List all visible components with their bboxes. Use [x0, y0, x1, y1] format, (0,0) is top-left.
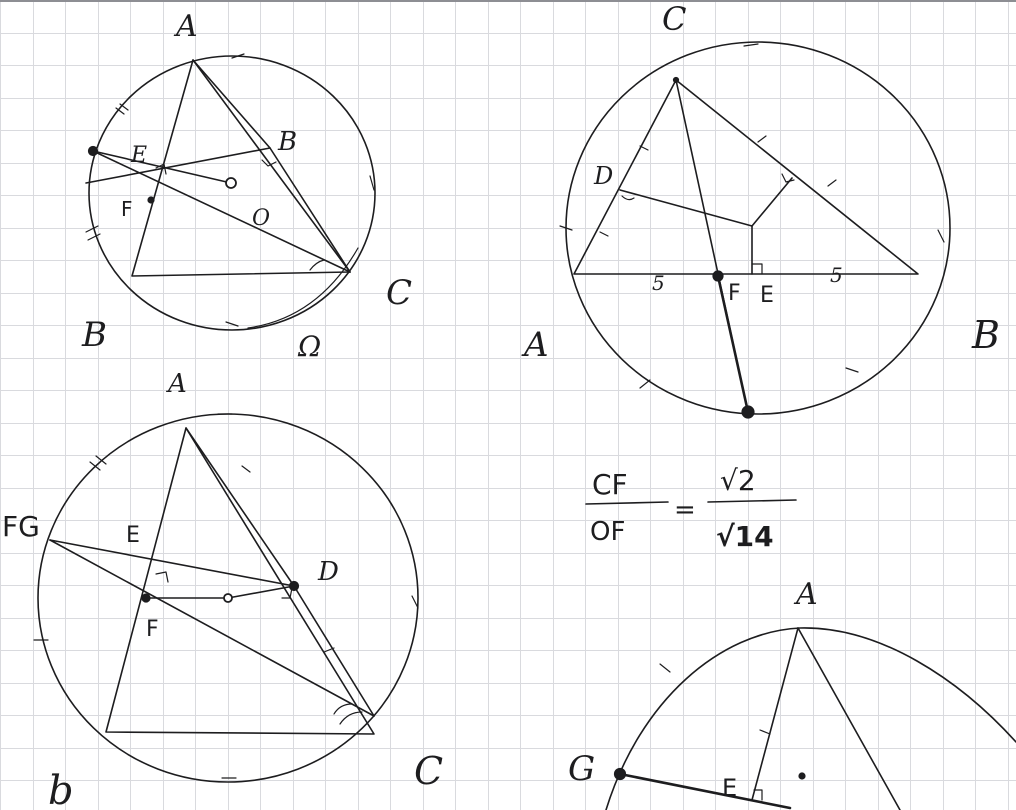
- segment-do-1: [92, 150, 232, 184]
- point-g-4: [613, 767, 627, 781]
- formula-fraction-bar-left: [585, 501, 669, 505]
- angle-arc-c-3: [333, 703, 363, 725]
- label-a-4: A: [793, 577, 818, 612]
- formula-numerator-right: √2: [720, 464, 756, 497]
- figure-2: C D A B F E 5 5: [521, 0, 1000, 419]
- label-tick-5-right: 5: [830, 263, 843, 287]
- arc-tick-8: [559, 225, 573, 231]
- omega-arc: [247, 247, 359, 329]
- arc-tick-9: [639, 379, 651, 389]
- right-angle-mark-2: [261, 159, 277, 167]
- angle-arc-c-1: [309, 259, 325, 271]
- segment-ab-4: [751, 627, 799, 801]
- label-b-bottom-1: B: [81, 315, 107, 355]
- label-omega-1: Ω: [297, 330, 321, 363]
- formula-equals: =: [674, 495, 696, 525]
- label-g-4: G: [568, 749, 595, 789]
- segment-chord-1: [85, 147, 271, 184]
- triangle-abc-3: [105, 427, 375, 735]
- formula-numerator-left: CF: [592, 468, 628, 501]
- formula-fraction-bar-right: [707, 499, 797, 503]
- figure-1: A B C B E F O Ω: [81, 9, 412, 363]
- formula-denominator-left: OF: [590, 517, 625, 547]
- ratio-formula: CF OF = √2 √14: [585, 464, 797, 553]
- right-angle-mark-4: [781, 173, 795, 183]
- formula-denominator-right: √14: [716, 520, 774, 553]
- segment-ac-4: [797, 627, 901, 810]
- side-ticks-2: [599, 135, 837, 237]
- point-o-4: [798, 772, 806, 780]
- label-f-3: F: [146, 617, 159, 642]
- arc-tick-11: [89, 455, 107, 471]
- label-b-top-1: B: [277, 127, 297, 157]
- segment-ge-4: [618, 772, 792, 810]
- label-a-2: A: [521, 325, 549, 365]
- circumcircle-1: [88, 55, 376, 331]
- figure-4: A G E: [568, 577, 1016, 810]
- label-e-2: E: [760, 283, 774, 308]
- segment-gd-3: [49, 539, 295, 587]
- label-e-4: E: [722, 774, 737, 802]
- point-o-3: [223, 593, 233, 603]
- triangle-cab-2: [573, 79, 919, 275]
- label-fg-3: FG: [2, 510, 40, 543]
- point-o-1: [225, 177, 237, 189]
- right-angle-mark-5: [155, 571, 169, 583]
- label-d-2: D: [593, 162, 613, 190]
- segment-og-2: [751, 177, 793, 227]
- right-angle-mark-6: [281, 587, 293, 599]
- segment-fo-3: [145, 585, 295, 599]
- point-d-1: [87, 145, 99, 157]
- segment-gc-3: [49, 539, 375, 717]
- label-o-1: O: [252, 206, 270, 231]
- point-d-3: [288, 580, 300, 592]
- point-f-2: [712, 270, 724, 282]
- figure-3: A FG E F D b C: [2, 369, 443, 810]
- arc-tick-5: [225, 321, 239, 327]
- arc-tick-3: [231, 53, 245, 59]
- arc-tick-16: [659, 663, 671, 673]
- label-b-2: B: [971, 313, 1000, 357]
- right-angle-mark-3: [751, 263, 763, 275]
- label-e-3: E: [126, 523, 140, 548]
- right-angle-mark-7: [753, 789, 763, 801]
- label-e-1: E: [130, 143, 147, 168]
- label-c-3: C: [414, 749, 443, 793]
- point-f-1: [147, 196, 155, 204]
- arc-tick-2: [85, 225, 101, 241]
- arc-tick-1: [115, 103, 129, 115]
- side-tick-4: [759, 729, 771, 735]
- arc-tick-10: [845, 367, 859, 373]
- segment-fg-2: [716, 274, 750, 414]
- label-c-2: C: [662, 0, 686, 38]
- label-f-1: F: [121, 197, 133, 221]
- circumcircle-4-partial: [605, 627, 1016, 810]
- point-g-2: [741, 405, 755, 419]
- arc-tick-14: [411, 595, 419, 609]
- label-c-1: C: [386, 273, 412, 313]
- angle-arc-d-2: [621, 195, 635, 201]
- segment-ad-3: [185, 427, 375, 717]
- segment-do-2: [619, 189, 753, 227]
- side-ticks-3: [241, 465, 335, 653]
- label-tick-5-left: 5: [652, 271, 665, 295]
- label-b-3: b: [48, 768, 74, 810]
- segment-ab-1: [192, 59, 351, 273]
- label-f-2: F: [728, 281, 741, 306]
- point-c-2: [672, 76, 680, 84]
- arc-tick-6: [743, 43, 759, 47]
- point-f-3: [141, 593, 151, 603]
- arc-tick-4: [369, 175, 375, 191]
- label-d-3: D: [317, 557, 339, 587]
- label-a-1: A: [173, 9, 198, 44]
- arc-tick-7: [937, 229, 945, 243]
- segment-dc-1: [92, 150, 351, 273]
- label-a-3: A: [166, 369, 187, 399]
- right-angle-mark-1: [155, 163, 167, 175]
